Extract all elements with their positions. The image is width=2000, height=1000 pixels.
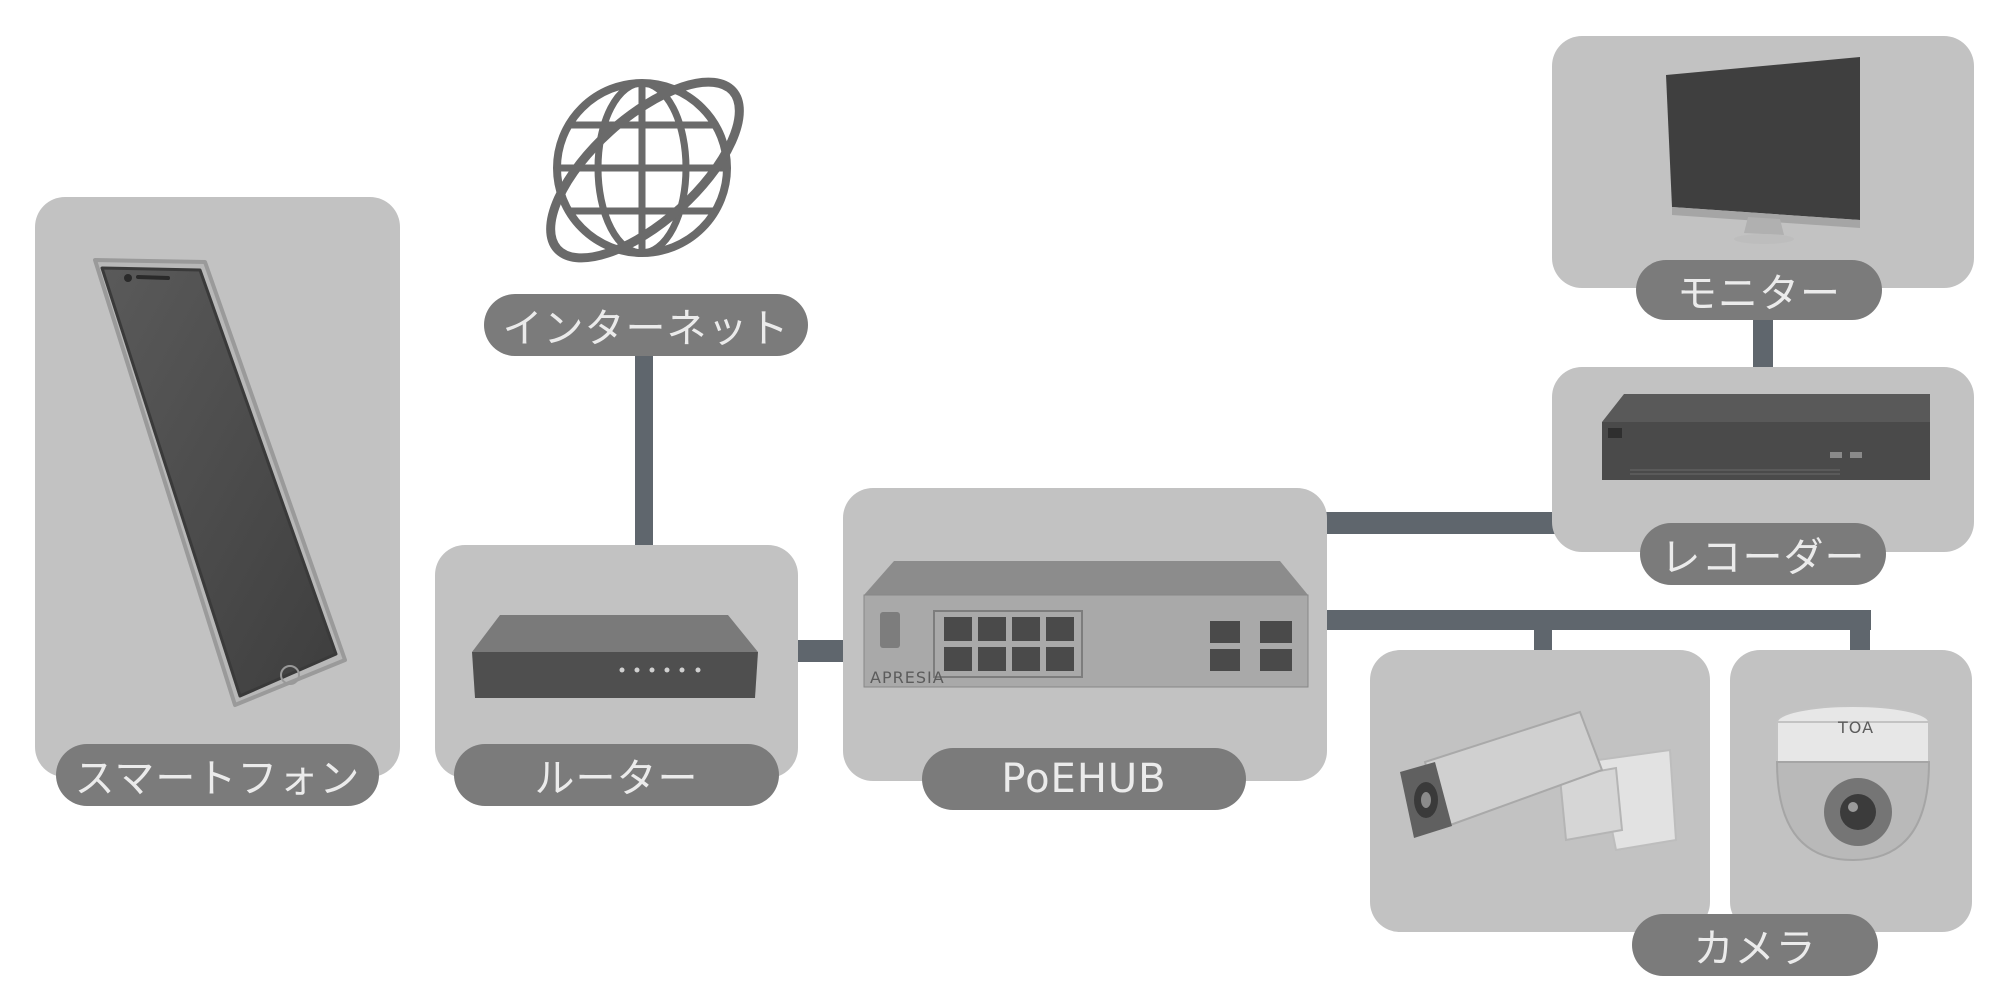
connector-bus-camera1 [1534,610,1552,652]
connector-poehub-camera-bus [1325,610,1871,630]
monitor-label: モニター [1636,260,1882,320]
monitor-icon [1666,57,1860,244]
camera-label: カメラ [1632,914,1878,976]
internet-label: インターネット [484,294,808,356]
router-label: ルーター [454,744,779,806]
recorder-icon [1602,394,1930,480]
connector-bus-camera2 [1850,610,1870,652]
connector-monitor-recorder [1753,318,1773,370]
poehub-brand: APRESIA [870,668,945,687]
smartphone-icon [93,258,347,707]
poehub-label: PoEHUB [922,748,1246,810]
bullet-camera-icon [1400,710,1678,852]
connector-internet-router [635,355,653,550]
connector-router-poehub [797,640,845,662]
recorder-label: レコーダー [1640,523,1886,585]
dome-camera-icon [1775,705,1931,862]
switch-icon [863,561,1309,688]
connector-poehub-recorder [1325,512,1560,534]
camera-brand: TOA [1838,718,1875,737]
smartphone-label: スマートフォン [56,744,379,806]
router-icon [472,615,758,698]
globe-icon [546,77,744,263]
